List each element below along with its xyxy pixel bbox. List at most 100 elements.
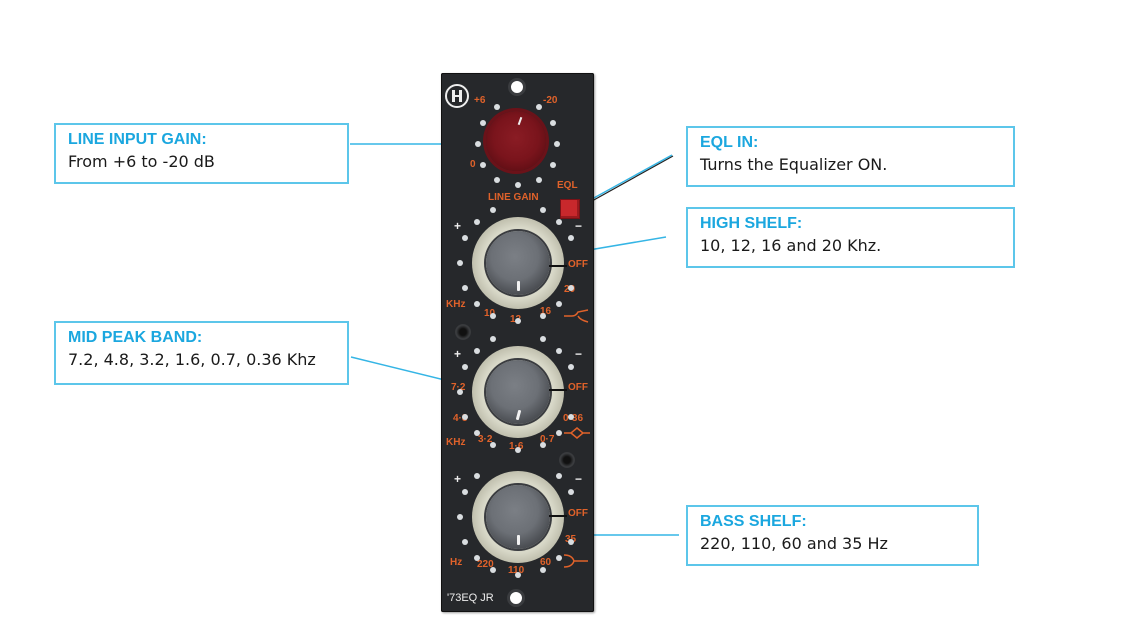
- off-marker: [549, 265, 567, 267]
- scale-dot: [539, 336, 546, 343]
- gain-dot: [536, 177, 542, 183]
- mounting-hole-top: [508, 78, 526, 96]
- scale-dot: [473, 347, 480, 354]
- gain-dot: [480, 162, 486, 168]
- scale-dot: [539, 207, 546, 214]
- callout-line-input-gain: LINE INPUT GAIN: From +6 to -20 dB: [54, 123, 349, 184]
- high-plus-label: +: [454, 219, 462, 233]
- scale-dot: [556, 301, 562, 307]
- panel-screw: [559, 452, 575, 468]
- gain-dot: [536, 104, 542, 110]
- gain-dot: [515, 182, 521, 188]
- bass-freq-220: 220: [477, 559, 494, 570]
- scale-dot: [462, 284, 469, 291]
- mid-freq-3-2: 3·2: [478, 434, 493, 445]
- model-label: '73EQ JR: [447, 592, 494, 604]
- gain-scale-max-plus6: +6: [474, 95, 486, 106]
- bass-freq-60: 60: [540, 557, 552, 568]
- high-shelf-icon: [564, 309, 589, 323]
- callout-desc: 10, 12, 16 and 20 Khz.: [700, 236, 882, 255]
- scale-dot: [462, 413, 469, 420]
- gain-dot: [550, 162, 556, 168]
- scale-dot: [462, 538, 469, 545]
- callout-high-shelf: HIGH SHELF: 10, 12, 16 and 20 Khz.: [686, 207, 1015, 268]
- bass-minus-label: −: [575, 472, 583, 486]
- mid-freq-7-2: 7·2: [451, 382, 466, 393]
- callout-desc: Turns the Equalizer ON.: [700, 155, 888, 174]
- peak-icon: [564, 427, 590, 439]
- scale-dot: [490, 336, 497, 343]
- scale-dot: [556, 218, 562, 225]
- eq-module-panel: +6 -20 0 LINE GAIN EQL + − OFF 20 16 12 …: [441, 73, 594, 612]
- scale-dot: [539, 441, 546, 448]
- scale-dot: [567, 235, 574, 242]
- scale-dot: [473, 218, 480, 225]
- scale-dot: [462, 489, 469, 496]
- scale-dot: [462, 364, 469, 371]
- low-shelf-icon: [563, 554, 588, 568]
- bass-freq-110: 110: [508, 565, 525, 576]
- scale-dot: [515, 318, 521, 324]
- gain-scale-zero: 0: [470, 159, 476, 170]
- eql-label: EQL: [557, 180, 578, 191]
- mid-peak-knob[interactable]: [486, 360, 550, 424]
- callout-bass-shelf: BASS SHELF: 220, 110, 60 and 35 Hz: [686, 505, 979, 566]
- gain-dot: [494, 104, 500, 110]
- scale-dot: [457, 389, 463, 395]
- scale-dot: [556, 472, 562, 479]
- scale-dot: [473, 555, 480, 561]
- high-shelf-knob[interactable]: [486, 231, 550, 295]
- high-freq-16: 16: [540, 306, 552, 317]
- callout-eql-in: EQL IN: Turns the Equalizer ON.: [686, 126, 1015, 187]
- scale-dot: [567, 413, 574, 420]
- scale-dot: [556, 430, 562, 436]
- mid-off-label: OFF: [568, 382, 588, 393]
- scale-dot: [567, 489, 574, 496]
- scale-dot: [567, 538, 574, 545]
- eql-in-button[interactable]: [560, 199, 580, 219]
- scale-dot: [515, 447, 521, 453]
- scale-dot: [556, 347, 562, 354]
- line-gain-knob[interactable]: [486, 111, 546, 171]
- mid-minus-label: −: [575, 347, 583, 361]
- gain-dot: [475, 141, 481, 147]
- off-marker: [549, 389, 567, 391]
- scale-dot: [473, 301, 480, 307]
- high-freq-10: 10: [484, 308, 495, 319]
- gain-dot: [494, 177, 500, 183]
- scale-dot: [462, 235, 469, 242]
- callout-desc: 220, 110, 60 and 35 Hz: [700, 534, 888, 553]
- scale-dot: [490, 207, 497, 214]
- mounting-hole-bottom: [507, 589, 525, 607]
- scale-dot: [473, 430, 480, 436]
- bass-shelf-knob[interactable]: [486, 485, 550, 549]
- mid-unit-label: KHz: [446, 437, 466, 448]
- scale-dot: [567, 284, 574, 291]
- mid-freq-4-8: 4·8: [453, 413, 468, 424]
- scale-dot: [556, 555, 562, 561]
- scale-dot: [457, 260, 463, 266]
- off-marker: [549, 515, 567, 517]
- callout-desc: 7.2, 4.8, 3.2, 1.6, 0.7, 0.36 Khz: [68, 350, 316, 369]
- callout-title: LINE INPUT GAIN:: [68, 131, 207, 148]
- mid-freq-1-6: 1·6: [509, 441, 523, 452]
- mid-plus-label: +: [454, 347, 462, 361]
- callout-title: MID PEAK BAND:: [68, 329, 203, 346]
- scale-dot: [539, 312, 546, 319]
- scale-dot: [457, 514, 463, 520]
- gain-dot: [550, 120, 556, 126]
- high-unit-label: KHz: [446, 299, 466, 310]
- callout-mid-peak-band: MID PEAK BAND: 7.2, 4.8, 3.2, 1.6, 0.7, …: [54, 321, 349, 385]
- high-off-label: OFF: [568, 259, 588, 270]
- scale-dot: [490, 312, 497, 319]
- callout-desc: From +6 to -20 dB: [68, 152, 215, 171]
- h-logo-icon: [445, 84, 469, 108]
- scale-dot: [490, 566, 497, 573]
- bass-off-label: OFF: [568, 508, 588, 519]
- line-gain-label: LINE GAIN: [488, 192, 539, 203]
- scale-dot: [515, 572, 521, 578]
- scale-dot: [567, 364, 574, 371]
- callout-title: BASS SHELF:: [700, 513, 807, 530]
- scale-dot: [473, 472, 480, 479]
- mid-freq-0-7: 0·7: [540, 434, 555, 445]
